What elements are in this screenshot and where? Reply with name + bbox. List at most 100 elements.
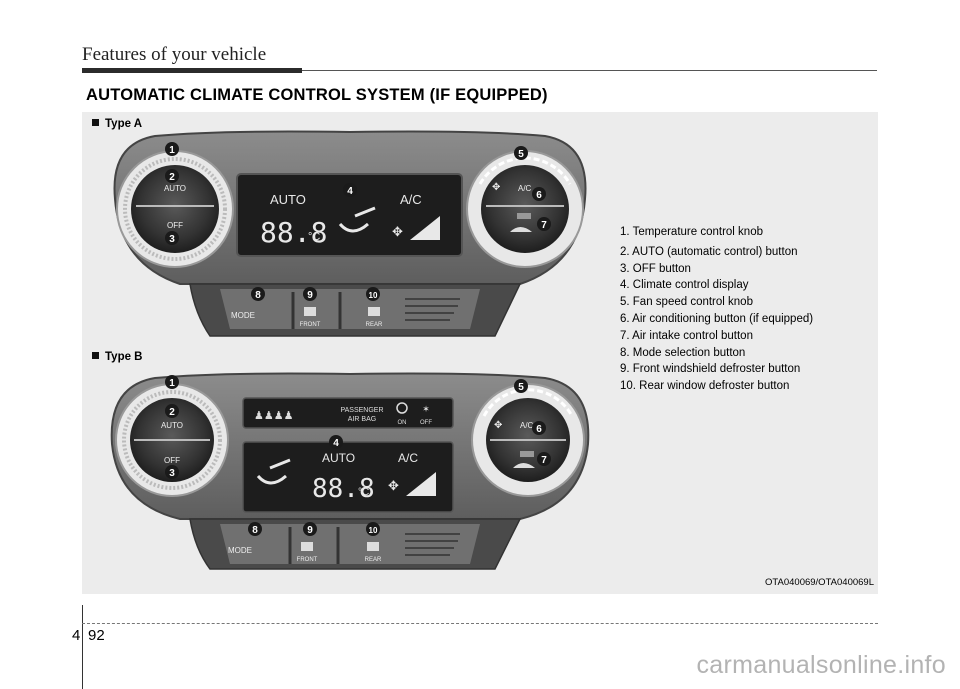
seatbelt-icons: ♟♟♟♟ bbox=[254, 409, 293, 422]
rear-defrost-icon[interactable] bbox=[368, 307, 380, 316]
callout-4: 4 bbox=[333, 438, 339, 449]
callout-10: 10 bbox=[369, 291, 378, 300]
rear-button-label[interactable]: REAR bbox=[365, 557, 382, 563]
footer-dashed-rule bbox=[82, 623, 878, 624]
airbag-on-text: ON bbox=[398, 420, 407, 426]
legend-item: 8. Mode selection button bbox=[620, 346, 746, 359]
temperature-knob-left[interactable] bbox=[115, 383, 229, 497]
callout-5: 5 bbox=[518, 382, 524, 393]
header-rule bbox=[302, 70, 877, 71]
passenger-airbag-display: ♟♟♟♟ PASSENGER AIR BAG ON ✶ OFF bbox=[242, 397, 454, 429]
display-auto-text: AUTO bbox=[322, 451, 355, 465]
legend-item: 1. Temperature control knob bbox=[620, 226, 763, 238]
off-button-label[interactable]: OFF bbox=[164, 456, 180, 465]
type-a-climate-panel: AUTO OFF ✥ A/C AUTO A/C 88.8 °C ✥ MODE F… bbox=[113, 130, 587, 337]
callout-3: 3 bbox=[169, 234, 175, 245]
display-ac-text: A/C bbox=[398, 451, 418, 465]
callout-1: 1 bbox=[169, 145, 175, 156]
legend-item: 2. AUTO (automatic control) button bbox=[620, 245, 798, 258]
callout-7: 7 bbox=[541, 220, 547, 231]
speaker-grille bbox=[405, 298, 460, 321]
callout-7: 7 bbox=[541, 455, 547, 466]
type-b-text: Type B bbox=[105, 351, 143, 363]
airflow-mode-icon bbox=[256, 458, 291, 485]
legend-item: 3. OFF button bbox=[620, 262, 691, 275]
callout-9: 9 bbox=[307, 525, 313, 536]
type-b-climate-panel: AUTO OFF ✥ A/C ♟♟♟♟ PASSENGER AIR BAG ON… bbox=[110, 372, 590, 570]
auto-button-label[interactable]: AUTO bbox=[164, 184, 186, 193]
display-fan-icon: ✥ bbox=[392, 225, 403, 240]
legend-item: 6. Air conditioning button (if equipped) bbox=[620, 312, 814, 325]
display-temperature: 88.8 bbox=[260, 216, 327, 249]
climate-control-display: AUTO A/C 88.8 °C ✥ bbox=[242, 441, 454, 513]
callout-4: 4 bbox=[347, 186, 353, 197]
section-title: AUTOMATIC CLIMATE CONTROL SYSTEM (IF EQU… bbox=[86, 86, 548, 104]
callout-3: 3 bbox=[169, 468, 175, 479]
ac-button-label[interactable]: A/C bbox=[520, 421, 534, 430]
auto-button-label[interactable]: AUTO bbox=[161, 421, 183, 430]
ac-button-label[interactable]: A/C bbox=[518, 184, 532, 193]
callout-8: 8 bbox=[255, 290, 261, 301]
airbag-off-text: OFF bbox=[420, 420, 432, 426]
fan-icon: ✥ bbox=[494, 420, 502, 431]
display-unit: °C bbox=[308, 231, 320, 243]
bullet-square-icon bbox=[92, 352, 99, 359]
display-auto-text: AUTO bbox=[270, 192, 306, 207]
fan-level-bars bbox=[406, 472, 436, 496]
passenger-text: PASSENGER bbox=[340, 407, 383, 414]
callout-8: 8 bbox=[252, 525, 258, 536]
callout-2: 2 bbox=[169, 407, 175, 418]
fan-icon: ✥ bbox=[492, 182, 500, 193]
off-button-label[interactable]: OFF bbox=[167, 221, 183, 230]
front-button-label[interactable]: FRONT bbox=[297, 557, 318, 563]
footer-vertical-rule bbox=[82, 605, 83, 689]
legend-item: 10. Rear window defroster button bbox=[620, 380, 790, 393]
image-code: OTA040069/OTA040069L bbox=[765, 577, 874, 588]
display-temperature: 88.8 bbox=[312, 474, 375, 504]
rear-button-label[interactable]: REAR bbox=[366, 322, 383, 328]
legend-item: 4. Climate control display bbox=[620, 279, 749, 292]
air-intake-car-icon[interactable] bbox=[510, 227, 532, 232]
callout-6: 6 bbox=[536, 190, 542, 201]
fan-speed-knob-right[interactable] bbox=[471, 383, 585, 497]
front-defrost-icon[interactable] bbox=[301, 542, 313, 551]
front-button-label[interactable]: FRONT bbox=[300, 322, 321, 328]
display-ac-text: A/C bbox=[400, 192, 422, 207]
type-a-label: Type A bbox=[92, 118, 142, 130]
rear-defrost-icon[interactable] bbox=[367, 542, 379, 551]
fan-speed-knob-right[interactable] bbox=[466, 150, 584, 268]
legend-item: 5. Fan speed control knob bbox=[620, 296, 753, 309]
speaker-grille bbox=[405, 533, 460, 556]
callout-1: 1 bbox=[169, 378, 175, 389]
mode-button-label[interactable]: MODE bbox=[228, 546, 252, 555]
air-intake-car-icon[interactable] bbox=[513, 463, 535, 468]
legend-item: 9. Front windshield defroster button bbox=[620, 363, 801, 376]
airbag-text: AIR BAG bbox=[348, 416, 376, 423]
callout-6: 6 bbox=[536, 424, 542, 435]
recirc-indicator-icon bbox=[517, 213, 531, 219]
temperature-knob-left[interactable] bbox=[116, 150, 234, 268]
header-title: Features of your vehicle bbox=[82, 44, 267, 65]
callout-2: 2 bbox=[169, 172, 175, 183]
front-defrost-icon[interactable] bbox=[304, 307, 316, 316]
header-bar bbox=[82, 68, 302, 73]
type-a-text: Type A bbox=[105, 118, 143, 130]
callout-10: 10 bbox=[369, 526, 378, 535]
bullet-square-icon bbox=[92, 119, 99, 126]
recirc-indicator-icon bbox=[520, 451, 534, 457]
mode-button-label[interactable]: MODE bbox=[231, 311, 255, 320]
component-legend: 1. Temperature control knob 2. AUTO (aut… bbox=[620, 224, 813, 395]
airbag-on-icon bbox=[396, 402, 408, 414]
airflow-mode-icon bbox=[338, 206, 376, 233]
display-unit: °C bbox=[358, 487, 369, 498]
section-number: 4 bbox=[72, 627, 81, 644]
climate-control-display: AUTO A/C 88.8 °C ✥ bbox=[236, 173, 463, 257]
display-fan-icon: ✥ bbox=[388, 479, 399, 494]
callout-9: 9 bbox=[307, 290, 313, 301]
fan-level-bars bbox=[410, 216, 440, 240]
callout-5: 5 bbox=[518, 149, 524, 160]
legend-item: 7. Air intake control button bbox=[620, 329, 753, 342]
watermark: carmanualsonline.info bbox=[696, 651, 946, 679]
type-b-label: Type B bbox=[92, 351, 143, 363]
page-number: 92 bbox=[88, 627, 105, 644]
